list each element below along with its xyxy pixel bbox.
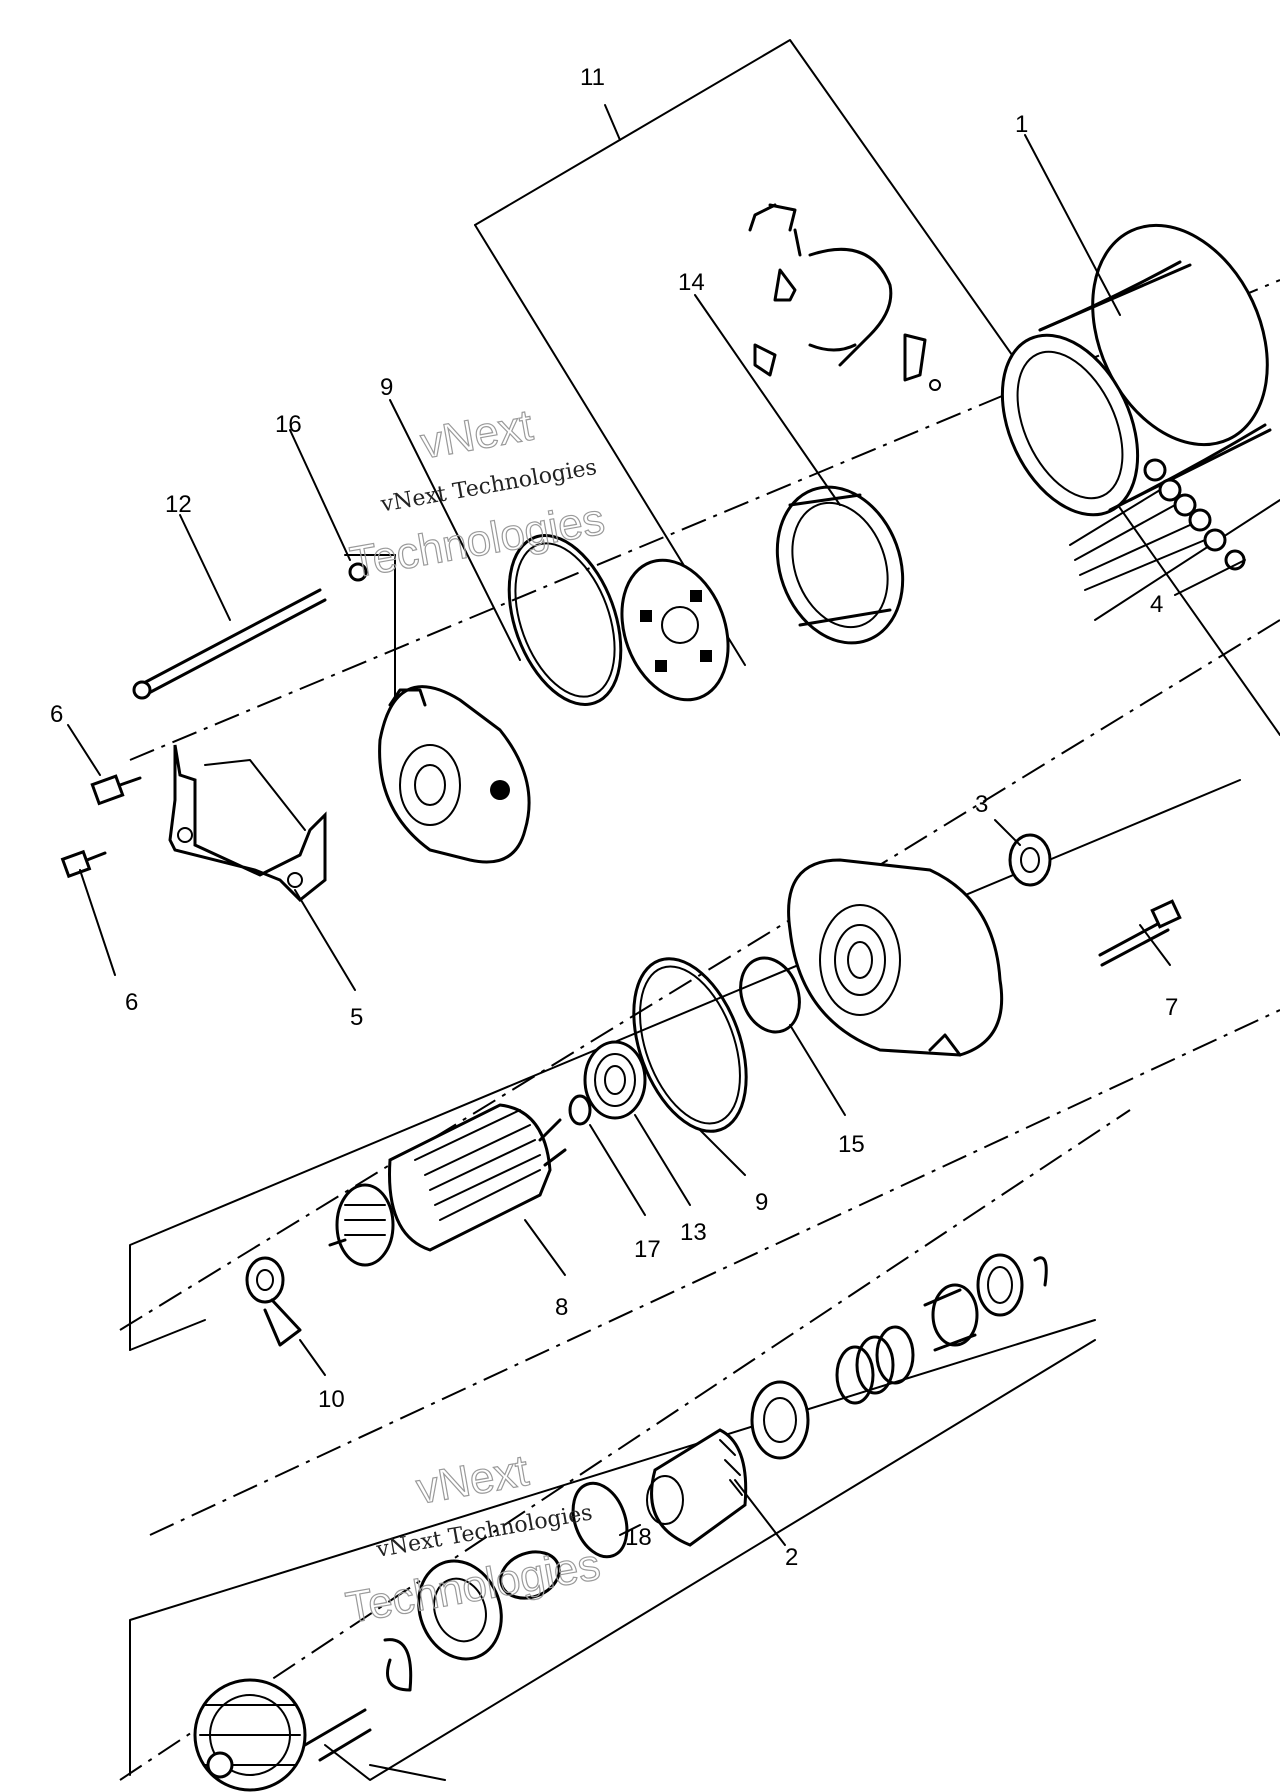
bolt-upper xyxy=(90,774,142,806)
brush-holder-plate xyxy=(620,558,730,702)
watermark-top: vNext Technologies vNext Technologies xyxy=(346,400,609,588)
spring xyxy=(835,1325,915,1405)
callout-18: 18 xyxy=(625,1524,652,1551)
callout-15: 15 xyxy=(838,1131,865,1158)
sleeve xyxy=(923,1283,979,1352)
yoke-housing xyxy=(1000,223,1272,517)
leader-lines xyxy=(67,134,1246,1546)
callout-9a: 9 xyxy=(380,374,393,401)
collar xyxy=(976,1253,1024,1317)
pinion-gear xyxy=(646,1428,748,1547)
callout-12: 12 xyxy=(165,491,192,518)
front-drive-housing xyxy=(787,858,1004,1057)
insulator-ring xyxy=(775,485,905,645)
o-ring-15 xyxy=(739,956,801,1034)
ring-17 xyxy=(568,1094,592,1126)
callout-16: 16 xyxy=(275,411,302,438)
o-ring-top xyxy=(507,534,623,706)
callout-14: 14 xyxy=(678,269,705,296)
callout-6a: 6 xyxy=(50,701,63,728)
watermark-bottom: vNext Technologies vNext Technologies xyxy=(342,1446,605,1634)
callout-17: 17 xyxy=(634,1236,661,1263)
armature xyxy=(328,1103,567,1267)
watermark-top-big-1: vNext xyxy=(417,401,536,469)
callout-labels: 1 2 3 4 5 6 6 7 8 9 9 10 11 12 13 14 15 … xyxy=(50,64,1178,1571)
washer-plate xyxy=(417,1559,503,1661)
brush-assembly xyxy=(748,203,941,391)
callout-13: 13 xyxy=(680,1219,707,1246)
bearing-13 xyxy=(583,1040,647,1120)
watermark-bottom-big-1: vNext xyxy=(413,1446,532,1514)
screw-7 xyxy=(1098,899,1182,967)
circlip xyxy=(383,1638,413,1692)
callout-7: 7 xyxy=(1165,994,1178,1021)
through-bolt xyxy=(132,588,327,700)
callout-8: 8 xyxy=(555,1294,568,1321)
terminal-hardware xyxy=(1069,458,1246,591)
callout-11: 11 xyxy=(580,64,605,91)
washer-3 xyxy=(1008,833,1052,887)
callout-10: 10 xyxy=(318,1386,345,1413)
callout-5: 5 xyxy=(350,1004,363,1031)
bushing-collar xyxy=(750,1380,810,1460)
bushing-10 xyxy=(245,1256,302,1347)
callout-4: 4 xyxy=(1150,591,1163,618)
callout-2: 2 xyxy=(785,1544,798,1571)
callout-3: 3 xyxy=(975,791,988,818)
rear-end-cover xyxy=(378,685,531,864)
callout-9b: 9 xyxy=(755,1189,768,1216)
mounting-bracket xyxy=(168,744,327,903)
snap-ring-18 xyxy=(571,1481,629,1559)
callout-1: 1 xyxy=(1015,111,1028,138)
bolt-lower xyxy=(60,849,107,879)
washer-16 xyxy=(344,554,396,701)
callout-6b: 6 xyxy=(125,989,138,1016)
stopper xyxy=(499,1550,561,1600)
drive-shaft-gear xyxy=(193,1678,372,1792)
retaining-clip-top xyxy=(1033,1256,1048,1287)
center-axis-lines xyxy=(119,279,1280,1781)
